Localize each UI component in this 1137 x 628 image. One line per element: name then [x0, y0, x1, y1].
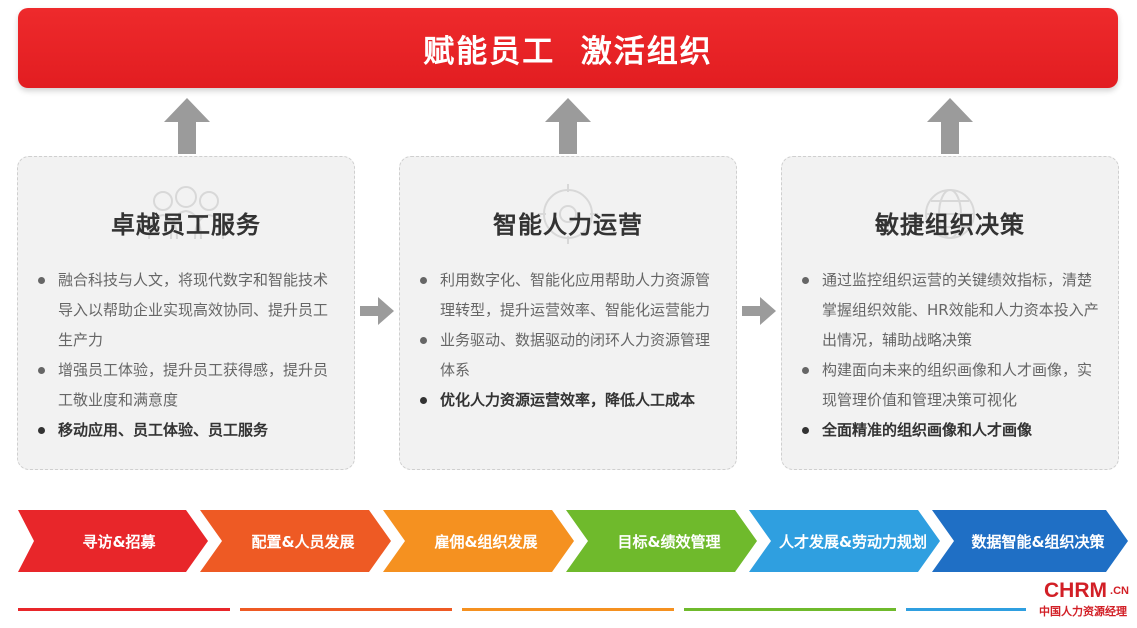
underline-decor: [906, 608, 1026, 611]
right-arrow-icon: [742, 297, 776, 325]
process-step-label: 雇佣&组织发展: [434, 532, 538, 551]
up-arrow-icon: [927, 98, 973, 154]
process-step-shape: [383, 510, 574, 572]
logo-main: CHRM: [1044, 579, 1107, 602]
bullet-item: 通过监控组织运营的关键绩效指标，清楚掌握组织效能、HR效能和人力资本投入产出情况…: [798, 265, 1106, 355]
card-hr-operations: 智能人力运营 利用数字化、智能化应用帮助人力资源管理转型，提升运营效率、智能化运…: [399, 156, 737, 470]
process-step-label: 寻访&招募: [82, 532, 156, 551]
process-step-shape: [932, 510, 1128, 572]
card-title: 卓越员工服务: [111, 211, 261, 239]
underline-decor: [462, 608, 674, 611]
process-step-label: 目标&绩效管理: [617, 532, 721, 551]
underline-decor: [240, 608, 452, 611]
bullet-item: 融合科技与人文，将现代数字和智能技术导入以帮助企业实现高效协同、提升员工生产力: [34, 265, 342, 355]
card-title: 敏捷组织决策: [875, 211, 1025, 239]
process-step-shape: [18, 510, 208, 572]
underline-decor: [684, 608, 896, 611]
process-step-label: 人才发展&劳动力规划: [778, 532, 928, 551]
up-arrow-icon: [545, 98, 591, 154]
logo-subtitle: 中国人力资源经理: [1039, 605, 1127, 618]
bullet-item: 构建面向未来的组织画像和人才画像，实现管理价值和管理决策可视化: [798, 355, 1106, 415]
process-step-label: 数据智能&组织决策: [971, 532, 1105, 551]
process-step-shape: [749, 510, 940, 572]
gear-cycle-icon: [538, 184, 598, 244]
card-title: 智能人力运营: [493, 211, 643, 239]
underline-decor: [18, 608, 230, 611]
bullet-list: 利用数字化、智能化应用帮助人力资源管理转型，提升运营效率、智能化运营能力 业务驱…: [416, 265, 724, 415]
people-icon: [148, 186, 224, 240]
globe-network-icon: [925, 189, 975, 239]
bullet-item: 业务驱动、数据驱动的闭环人力资源管理体系: [416, 325, 724, 385]
bullet-item: 利用数字化、智能化应用帮助人力资源管理转型，提升运营效率、智能化运营能力: [416, 265, 724, 325]
up-arrow-icon: [164, 98, 210, 154]
process-step-shape: [566, 510, 757, 572]
logo-suffix: .CN: [1110, 585, 1129, 597]
process-step-label: 配置&人员发展: [251, 532, 355, 551]
process-step-shape: [200, 510, 391, 572]
card-employee-service: 卓越员工服务 融合科技与人文，将现代数字和智能技术导入以帮助企业实现高效协同、提…: [17, 156, 355, 470]
bullet-list: 通过监控组织运营的关键绩效指标，清楚掌握组织效能、HR效能和人力资本投入产出情况…: [798, 265, 1106, 445]
bullet-list: 融合科技与人文，将现代数字和智能技术导入以帮助企业实现高效协同、提升员工生产力 …: [34, 265, 342, 445]
chrm-logo: CHRM .CN 中国人力资源经理: [1019, 579, 1129, 623]
top-banner: 赋能员工 激活组织: [18, 8, 1118, 88]
process-flow: [18, 510, 1128, 572]
bullet-item-highlight: 全面精准的组织画像和人才画像: [798, 415, 1106, 445]
bullet-item-highlight: 移动应用、员工体验、员工服务: [34, 415, 342, 445]
bullet-item-highlight: 优化人力资源运营效率，降低人工成本: [416, 385, 724, 415]
bullet-item: 增强员工体验，提升员工获得感，提升员工敬业度和满意度: [34, 355, 342, 415]
right-arrow-icon: [360, 297, 394, 325]
card-org-decision: 敏捷组织决策 通过监控组织运营的关键绩效指标，清楚掌握组织效能、HR效能和人力资…: [781, 156, 1119, 470]
banner-title: 赋能员工 激活组织: [423, 33, 713, 70]
